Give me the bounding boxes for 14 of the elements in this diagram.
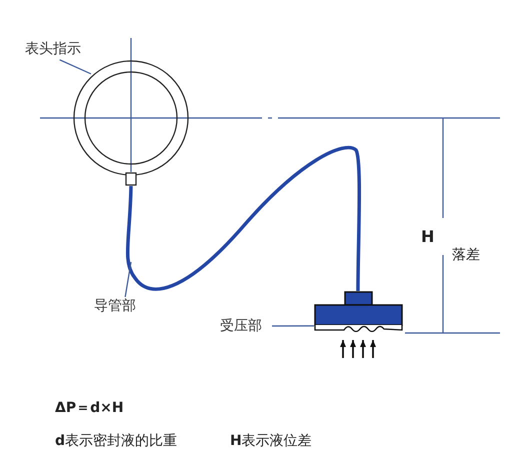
tube-line	[126, 146, 362, 291]
leader-line	[59, 59, 92, 74]
note: 落差	[452, 246, 480, 264]
pressure-gauge-drawing	[73, 60, 189, 186]
pressure-sensor-drawing	[314, 291, 403, 332]
dimension-label: H	[421, 228, 434, 246]
part-label: 受压部	[220, 317, 262, 335]
note: H表示液位差	[230, 432, 312, 450]
note: d表示密封液的比重	[55, 432, 178, 450]
formula: ΔP＝d×H	[55, 399, 124, 417]
part-label: 表头指示	[25, 40, 81, 58]
leader-line	[272, 325, 314, 327]
part-label: 导管部	[94, 297, 136, 315]
leader-line	[124, 262, 132, 298]
